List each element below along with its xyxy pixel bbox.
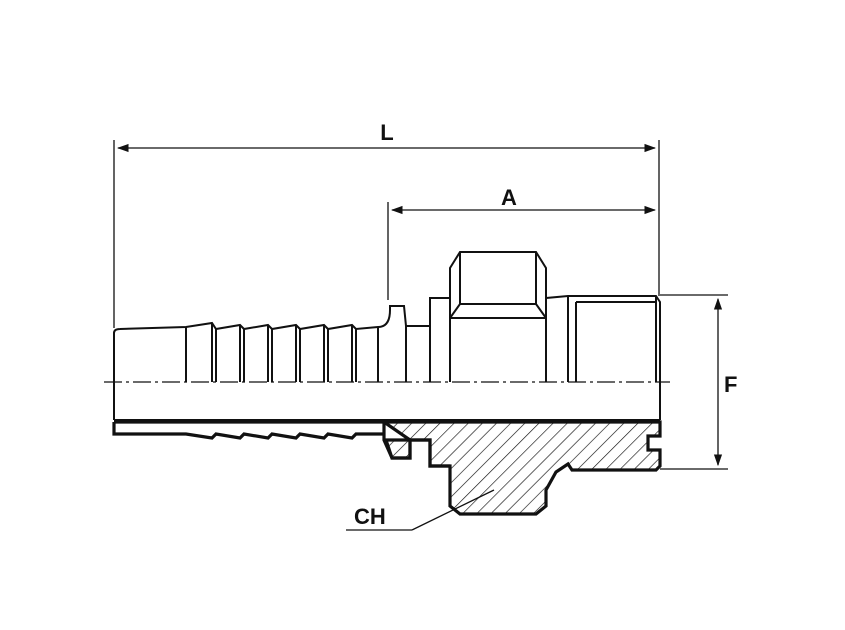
fitting-section-view	[112, 420, 662, 516]
hex-ch-callout: CH	[346, 489, 495, 531]
fitting-external-view	[113, 251, 661, 421]
dimension-l: L	[113, 120, 660, 328]
dimension-l-label: L	[380, 120, 393, 145]
hex-ch-label: CH	[354, 504, 386, 529]
dimension-f: F	[660, 294, 737, 470]
dimension-a-label: A	[501, 185, 517, 210]
dimension-f-label: F	[724, 372, 737, 397]
dimension-a: A	[387, 185, 657, 300]
